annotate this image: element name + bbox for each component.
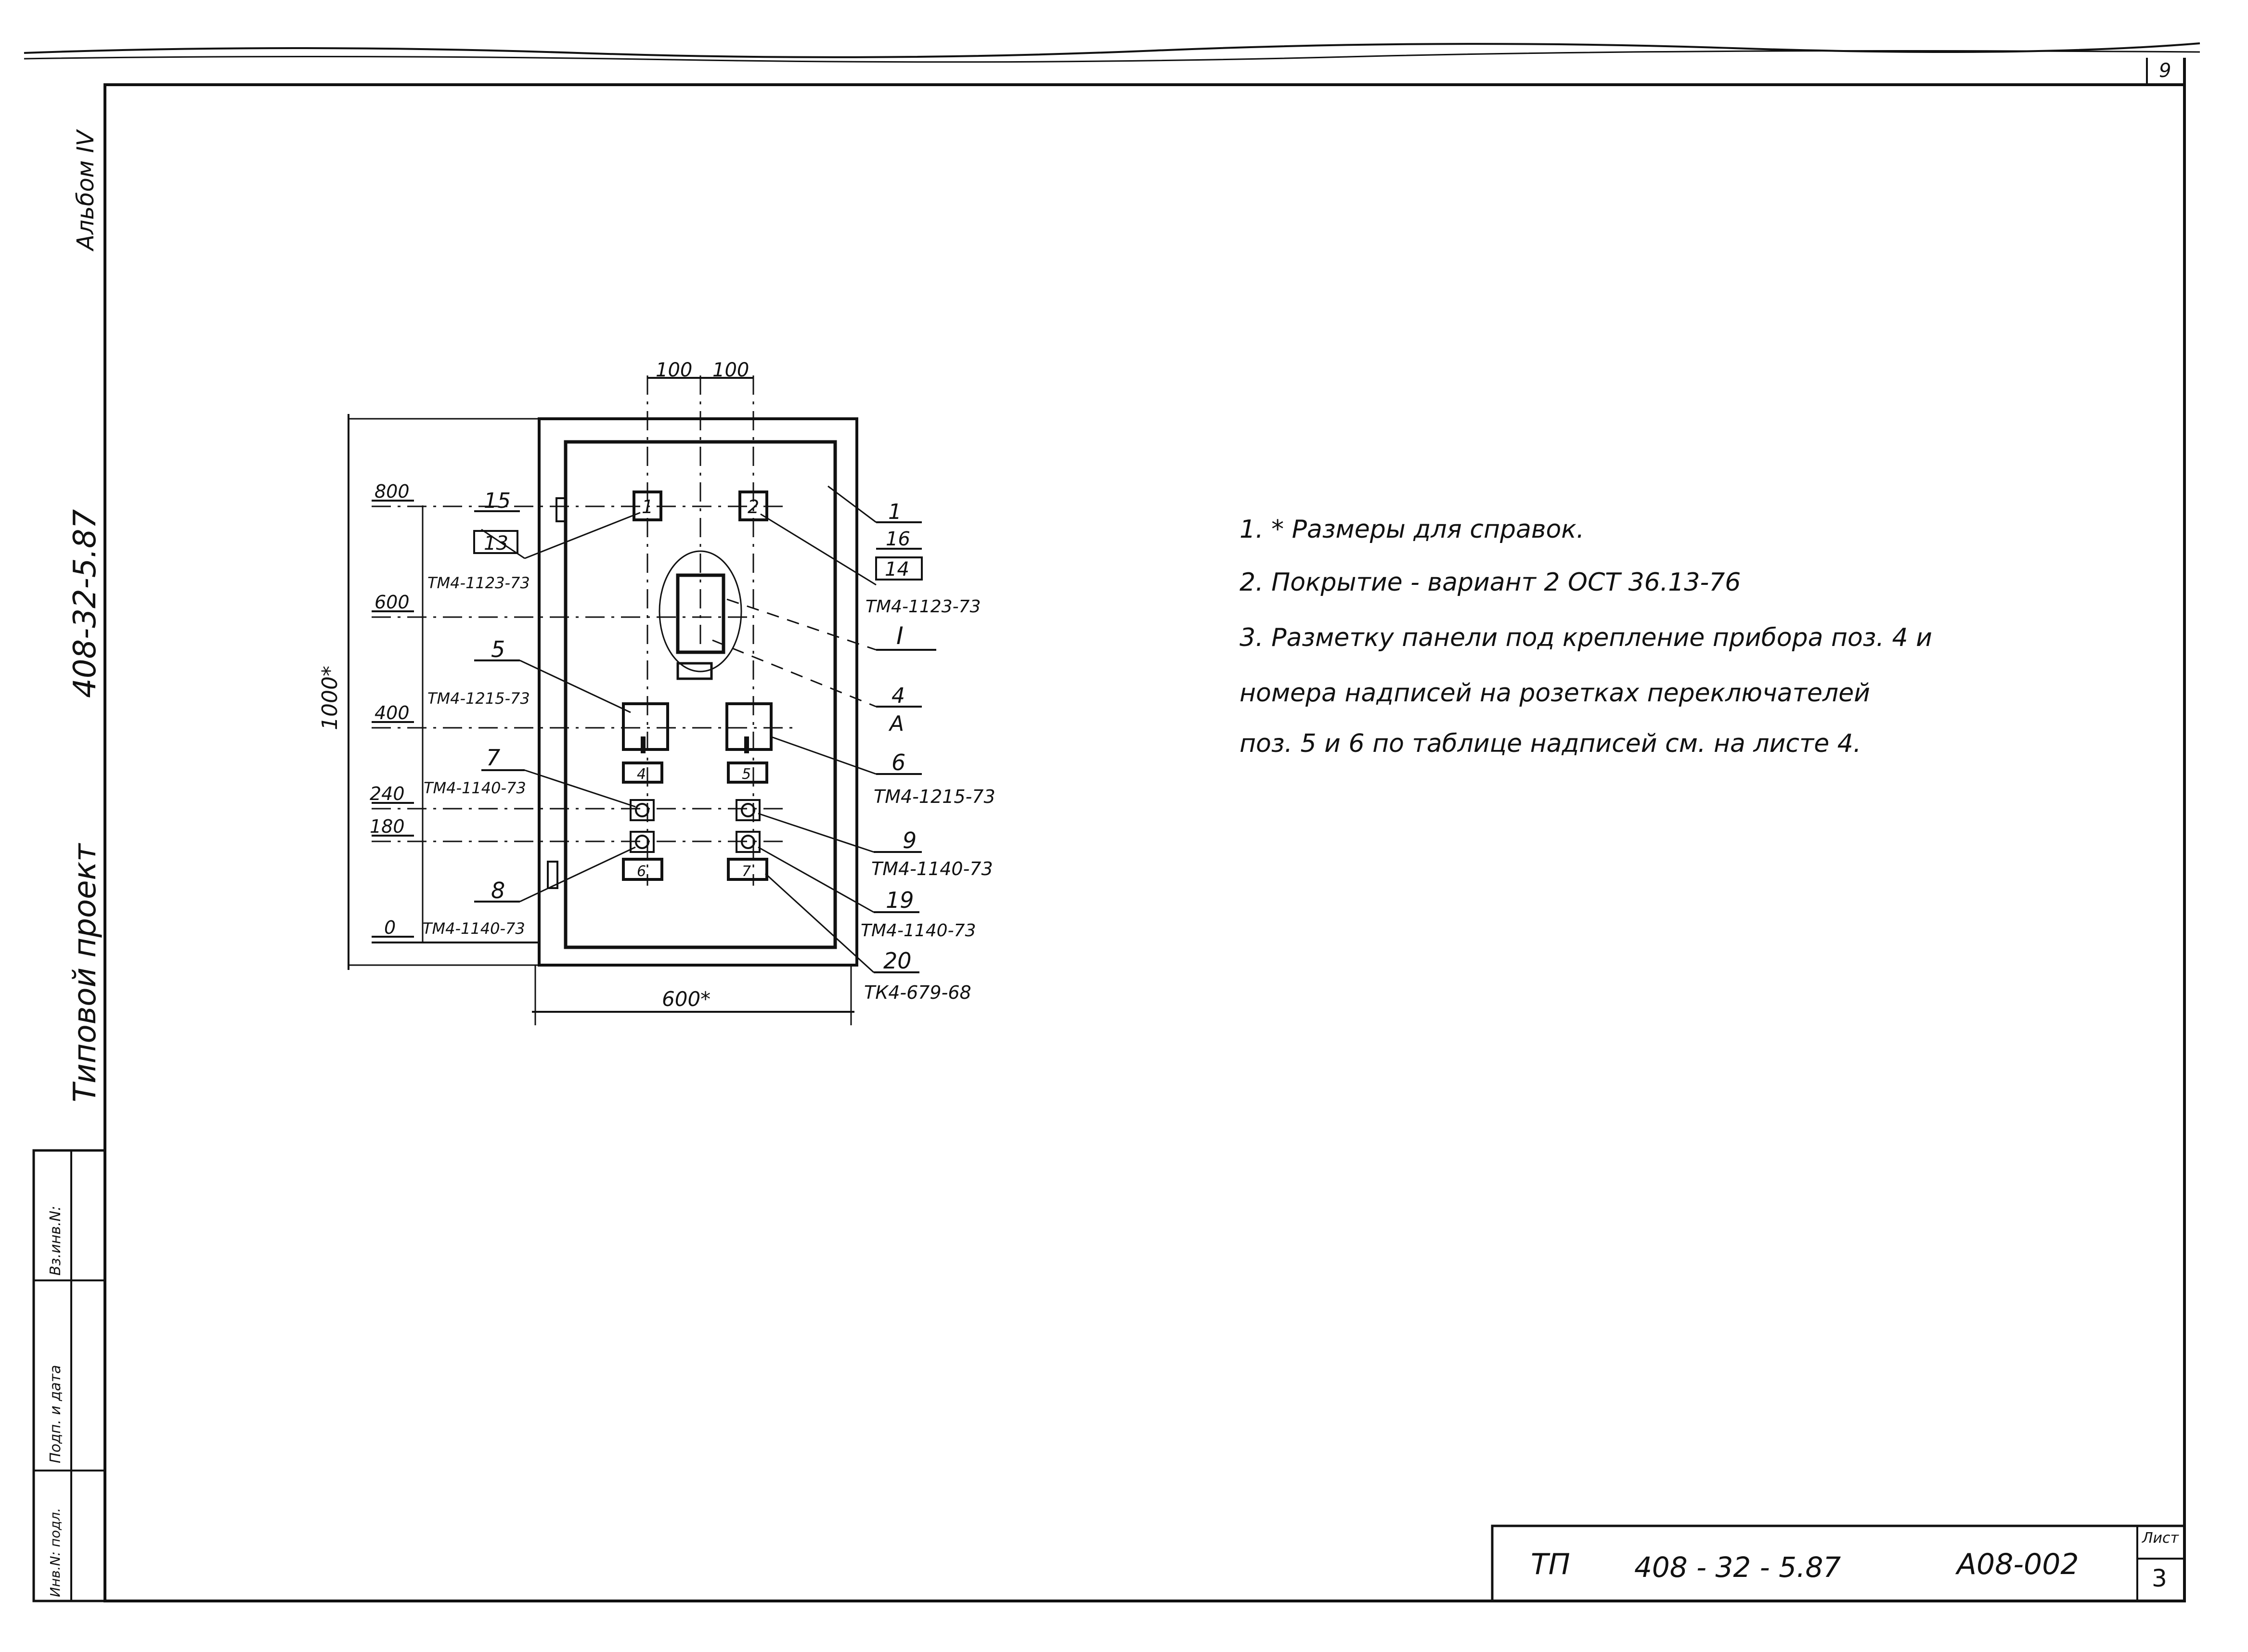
nameplate-6 [622, 858, 663, 881]
box-label-2: 2 [748, 496, 759, 517]
pos-1: 1 [888, 500, 902, 524]
device-box-1 [633, 490, 662, 521]
corner-mark: 9 [2159, 60, 2171, 82]
device-box-2 [738, 490, 768, 521]
leader-9 [758, 813, 874, 853]
code-9: ТМ4-1140-73 [871, 858, 993, 879]
instrument-case [676, 573, 725, 654]
nameplate-4 [622, 761, 663, 784]
note-2: 2. Покрытие - вариант 2 ОСТ 36.13-76 [1240, 568, 1741, 597]
pos-8: 8 [491, 878, 505, 903]
title-block [1491, 1524, 2186, 1602]
leader-20 [764, 873, 875, 973]
project-type-label: Типовой проект [67, 843, 103, 1102]
socket-7 [630, 799, 655, 821]
level-600: 600 [375, 592, 410, 613]
level-800: 800 [375, 481, 410, 502]
leader-5 [519, 659, 631, 713]
sheet-label: Лист [2142, 1530, 2179, 1547]
leader-7 [524, 769, 636, 808]
stamp-cell-original: Инв.N: подл. [47, 1508, 63, 1597]
socket-19-ring [741, 835, 755, 849]
sheet-frame [103, 83, 2186, 1602]
box-label-5: 5 [742, 766, 751, 783]
note-1: 1. * Размеры для справок. [1240, 515, 1585, 544]
pos-16: 16 [886, 528, 910, 550]
code-6: ТМ4-1215-73 [874, 786, 995, 807]
socket-19 [736, 831, 761, 853]
box-label-7: 7 [742, 863, 751, 880]
title-doc: А08-002 [1957, 1548, 2079, 1581]
box-label-4: 4 [637, 766, 646, 783]
dim-height: 1000* [318, 666, 342, 730]
box-label-6: 6 [637, 863, 646, 880]
side-stamp [32, 1149, 106, 1602]
code-8: ТМ4-1140-73 [423, 919, 525, 938]
pos-6: 6 [891, 749, 905, 775]
level-0: 0 [384, 917, 396, 938]
project-code-vertical: 408-32-5.87 [67, 509, 103, 698]
code-5: ТМ4-1215-73 [427, 689, 530, 708]
dim-width: 600* [662, 987, 711, 1011]
note-3-cont-2: поз. 5 и 6 по таблице надписей см. на ли… [1240, 729, 1861, 758]
level-240: 240 [370, 783, 405, 804]
socket-9-ring [741, 803, 755, 817]
hinge [556, 497, 567, 522]
socket-9 [736, 799, 761, 821]
note-3: 3. Разметку панели под крепление прибора… [1240, 623, 1932, 652]
code-20: ТК4-679-68 [864, 982, 971, 1003]
level-400: 400 [375, 702, 410, 723]
leader-view-I [726, 598, 877, 651]
pos-14: 14 [885, 558, 909, 581]
pos-13: 13 [484, 532, 508, 555]
album-label: Альбом IV [72, 130, 99, 250]
stamp-cell-signature: Подп. и дата [47, 1365, 64, 1463]
box-label-1: 1 [642, 496, 653, 517]
title-prefix: ТП [1531, 1548, 1570, 1581]
sheet-number: 3 [2152, 1564, 2167, 1592]
note-3-cont-1: номера надписей на розетках переключател… [1240, 679, 1870, 708]
leader-19 [758, 846, 874, 913]
leader-15 [524, 512, 641, 559]
view-I: I [896, 622, 904, 650]
leader-2 [760, 513, 877, 586]
pos-15: 15 [484, 489, 511, 513]
panel-outer [538, 417, 858, 967]
pos-5: 5 [491, 636, 505, 662]
code-7: ТМ4-1140-73 [424, 779, 526, 797]
hinge [547, 861, 558, 889]
leader-6 [770, 736, 877, 775]
pos-7: 7 [486, 745, 500, 771]
top-edge-line [24, 42, 2200, 58]
dim-top-right: 100 [712, 359, 749, 381]
code-19: ТМ4-1140-73 [861, 921, 976, 941]
dim-top-left: 100 [656, 359, 692, 381]
instrument-outline [659, 550, 742, 672]
label-A: A [888, 711, 904, 736]
leader-8 [519, 846, 636, 903]
code-1: ТМ4-1123-73 [866, 597, 981, 617]
top-edge-line-2 [24, 50, 2200, 63]
instrument-plate [676, 662, 713, 680]
leader-4 [712, 639, 877, 708]
level-180: 180 [370, 816, 405, 837]
code-15: ТМ4-1123-73 [427, 574, 530, 592]
pos-9: 9 [903, 827, 917, 853]
label-13-box [473, 530, 518, 554]
panel-inner [564, 440, 837, 949]
pos-4: 4 [891, 684, 905, 708]
socket-8 [630, 831, 655, 853]
stamp-cell-inventory: Вз.инв.N: [47, 1206, 64, 1276]
title-code: 408 - 32 - 5.87 [1634, 1551, 1841, 1584]
socket-7-ring [635, 803, 649, 817]
pos-20: 20 [883, 948, 912, 974]
pos-19: 19 [886, 887, 914, 913]
label-14-box [875, 556, 923, 581]
socket-8-ring [635, 835, 649, 849]
panel-drawing: 100 100 1000* 600* 800 600 400 240 180 0… [318, 359, 995, 1025]
nameplate-5 [727, 761, 768, 784]
leader-1 [827, 485, 877, 523]
nameplate-7 [727, 858, 768, 881]
